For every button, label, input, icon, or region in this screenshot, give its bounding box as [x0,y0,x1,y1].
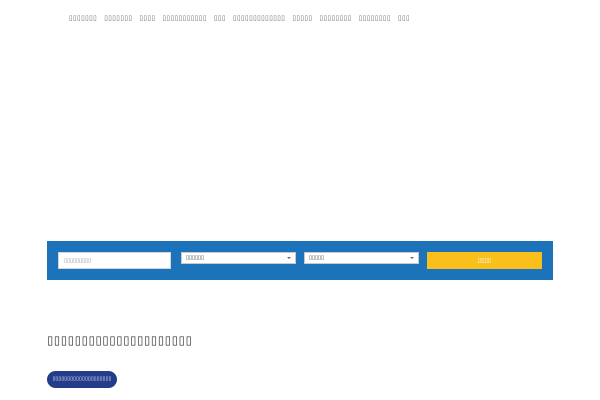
view-more-button[interactable]: ▯▯▯▯▯▯▯▯▯▯▯▯▯▯▯▯▯▯▯▯ [47,371,117,388]
nav-item-2[interactable]: ▯▯▯▯▯▯▯ [104,14,133,22]
location-select-value: ▯▯▯▯▯ [309,255,325,261]
nav-item-1[interactable]: ▯▯▯▯▯▯▯ [69,14,98,22]
chevron-down-icon [410,257,414,259]
chevron-down-icon [287,257,291,259]
nav-item-4[interactable]: ▯▯▯▯▯▯▯▯▯▯▯ [162,14,207,22]
top-navigation: ▯▯▯▯▯▯▯ ▯▯▯▯▯▯▯ ▯▯▯▯ ▯▯▯▯▯▯▯▯▯▯▯ ▯▯▯ ▯▯▯… [69,13,410,23]
category-select-value: ▯▯▯▯▯▯ [186,255,205,261]
nav-item-8[interactable]: ▯▯▯▯▯▯▯▯ [319,14,352,22]
nav-item-10[interactable]: ▯▯▯ [397,14,411,22]
nav-item-9[interactable]: ▯▯▯▯▯▯▯▯ [358,14,391,22]
category-select[interactable]: ▯▯▯▯▯▯ [181,252,296,264]
search-bar: ▯▯▯▯▯▯ ▯▯▯▯▯ ▯▯▯▯ [47,241,553,280]
nav-item-5[interactable]: ▯▯▯ [213,14,226,22]
search-button[interactable]: ▯▯▯▯ [427,252,542,269]
keyword-search-input[interactable] [58,252,171,269]
nav-item-3[interactable]: ▯▯▯▯ [139,14,156,22]
nav-item-7[interactable]: ▯▯▯▯▯ [292,14,313,22]
location-select[interactable]: ▯▯▯▯▯ [304,252,419,264]
section-heading: ▯▯▯▯▯▯▯▯▯▯▯▯▯▯▯▯▯▯▯▯▯ [47,333,193,347]
nav-item-6[interactable]: ▯▯▯▯▯▯▯▯▯▯▯▯▯ [232,14,286,22]
